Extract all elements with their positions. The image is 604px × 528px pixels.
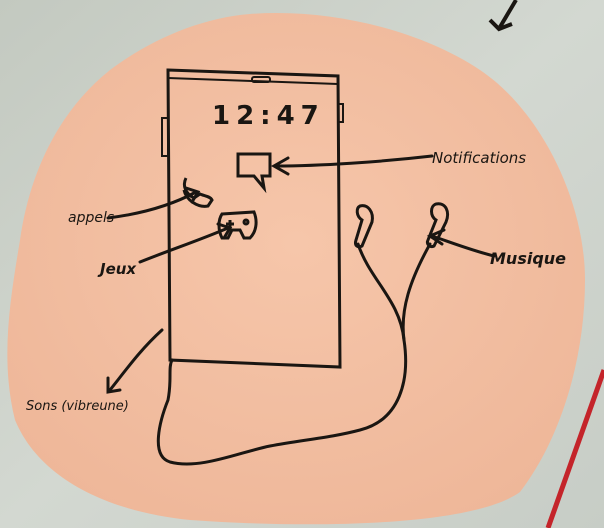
- label-musique: Musique: [490, 249, 566, 268]
- label-notifications: Notifications: [432, 149, 526, 167]
- paper-cutout: [7, 13, 585, 525]
- annotation-arrows: [106, 154, 496, 394]
- notification-bubble-icon: [236, 152, 272, 194]
- phone-clock: 12:47: [212, 101, 325, 131]
- label-sons: Sons (vibreune): [26, 399, 129, 414]
- label-appels: appels: [68, 210, 114, 226]
- earphones-icon: [156, 202, 450, 466]
- phone-sketch: [161, 68, 344, 369]
- phone-handset-icon: [182, 177, 214, 208]
- top-arrow: [488, 0, 518, 32]
- label-jeux: Jeux: [97, 260, 137, 278]
- red-marker-line: [545, 369, 604, 528]
